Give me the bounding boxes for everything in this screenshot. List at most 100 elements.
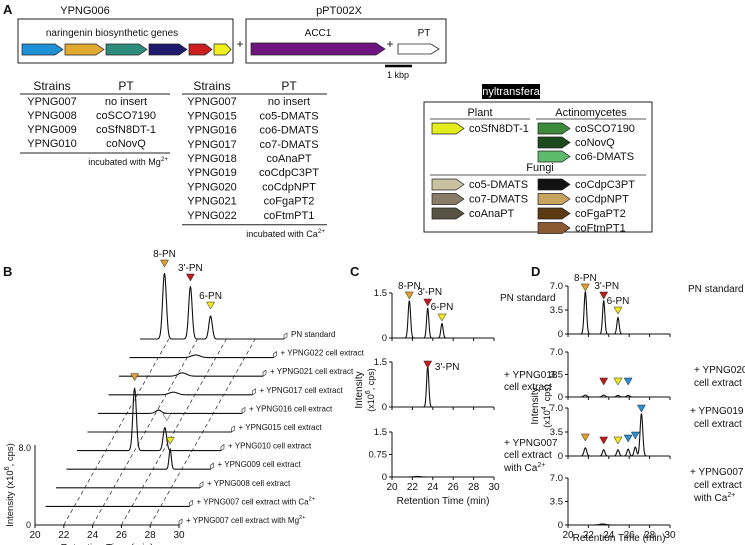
- table-cell-strain: YPNG009: [27, 124, 77, 136]
- panel-d-ypng007-x-tick-label: 26: [624, 530, 636, 541]
- panel-d-ypng019-marker-6pn: [613, 436, 623, 445]
- legend-arrow: [537, 122, 571, 135]
- gene-arrow-2: [64, 43, 105, 56]
- panel-b-trace-edge: [210, 462, 214, 470]
- panel-d-ypng019-y-tick-label: 3.5: [550, 427, 563, 438]
- panel-d-ypng007-x-tick-label: 28: [644, 530, 656, 541]
- panel-c-ypng007-trace: [392, 475, 494, 478]
- table-cell-pt: coCdpNPT: [262, 181, 316, 193]
- table-cell-strain: YPNG008: [27, 110, 77, 122]
- table-header-pt: PT: [118, 79, 134, 93]
- table-cell-pt: co6-DMATS: [259, 125, 318, 137]
- table-cell-pt: coSfN8DT-1: [96, 124, 156, 136]
- plus-2: +: [386, 37, 393, 51]
- panel-c-label-3pn-ypng018: 3'-PN: [435, 362, 460, 373]
- legend-arrow: [537, 222, 571, 234]
- panel-d-marker-3pn: [599, 291, 609, 300]
- table-header-strain: Strains: [33, 79, 70, 93]
- panel-b-trace-edge: [241, 406, 246, 414]
- panel-d-x-label: Retention Time (min): [573, 533, 666, 544]
- panel-b-trace: [98, 409, 242, 414]
- legend-arrow: [431, 178, 465, 191]
- panel-d-ypng007-y-tick-label: 3.5: [550, 497, 563, 508]
- table-cell-strain: YPNG017: [187, 139, 237, 151]
- gene-arrow-4: [148, 43, 188, 56]
- panel-d-ypng020-y-tick-label: 7.0: [550, 347, 563, 358]
- panel-d-ypng019-label-1: + YPNG019: [690, 406, 744, 417]
- panel-d-ypng007-trace: [568, 523, 670, 526]
- panel-b-dash: [121, 338, 227, 526]
- panel-d-ypng007-label-1: + YPNG007: [690, 467, 744, 478]
- panel-d-ypng019-marker-8pn: [580, 433, 590, 442]
- panel-c-ypng018-label-2: cell extract: [504, 382, 552, 393]
- table-cell-pt: coCdpC3PT: [259, 167, 319, 179]
- gene-arrow-5: [188, 43, 213, 56]
- panel-b-label-6pn: 6-PN: [199, 291, 222, 302]
- panel-c-marker-3pn: [423, 298, 433, 307]
- panel-c-ypng007-x-tick-label: 30: [488, 482, 500, 493]
- panel-c-ypng007-x-tick-label: 24: [427, 482, 439, 493]
- panel-b-label-3pn: 3'-PN: [178, 263, 203, 274]
- panel-c-marker-6pn: [437, 313, 447, 322]
- table-cell-pt: coSCO7190: [96, 110, 156, 122]
- panel-c-label: C: [350, 264, 360, 279]
- panel-d-ypng020-y-tick-label: 3.5: [550, 370, 563, 381]
- panel-d-ypng020-trace: [568, 394, 670, 398]
- panel-b-trace-label: PN standard: [291, 330, 335, 339]
- legend-item-label: co5-DMATS: [469, 179, 528, 191]
- panel-c-marker-8pn: [404, 291, 414, 300]
- panel-d-std-label: PN standard: [688, 284, 744, 295]
- panel-b-marker-8pn-ypng015: [130, 373, 140, 382]
- panel-b-chromatograms: + YPNG007 cell extract with Mg2++ YPNG00…: [4, 249, 365, 545]
- panel-d-ypng020-marker-3pn: [599, 377, 609, 386]
- panel-c-ypng018-y-tick-label: 0: [382, 402, 387, 413]
- panel-c-marker-3pn-ypng018: [423, 360, 433, 369]
- panel-d-label-8pn: 8-PN: [574, 273, 597, 284]
- panel-a-label: A: [3, 2, 13, 17]
- panel-d-std-trace: [568, 291, 670, 335]
- panel-b-marker-8pn: [160, 259, 169, 268]
- panel-c-ypng007-x-tick-label: 26: [448, 482, 460, 493]
- table-cell-pt: co7-DMATS: [259, 139, 318, 151]
- table-cell-pt: coNovQ: [106, 138, 146, 150]
- panel-b-dash: [92, 338, 198, 526]
- panel-d-label: D: [531, 264, 540, 279]
- table-cell-strain: YPNG010: [27, 138, 77, 150]
- panel-c-ypng007-y-tick-label: 0: [382, 472, 387, 483]
- panel-d-ypng019-marker-3pn: [599, 436, 609, 445]
- ppt002x-box: [245, 18, 447, 64]
- panel-d-ypng019-trace: [568, 413, 670, 457]
- legend-item-label: coNovQ: [575, 137, 615, 149]
- panel-b-marker-6pn-ypng009: [165, 436, 175, 445]
- panel-b-x-tick-label: 28: [145, 530, 157, 541]
- table-cell-strain: YPNG015: [187, 110, 237, 122]
- panel-d-label-6pn: 6-PN: [607, 296, 630, 307]
- gene-arrow-6: [213, 43, 232, 56]
- panel-b-trace: [129, 354, 274, 359]
- panel-d-ypng019-marker-unk-1: [623, 434, 633, 443]
- panel-b-trace-label: + YPNG016 cell extract: [249, 404, 333, 413]
- panel-d-ypng007-label-3: with Ca2+: [693, 492, 735, 504]
- panel-c-ypng007-label-1: + YPNG007: [504, 438, 558, 449]
- panel-b-trace-edge: [189, 499, 193, 507]
- legend-item-label: co6-DMATS: [575, 151, 634, 163]
- panel-b-trace-label: + YPNG022 cell extract: [281, 349, 365, 358]
- legend-arrow: [431, 122, 465, 135]
- panel-b-x-label: Retention Time (min): [61, 543, 154, 545]
- panel-c-ypng018-label-1: + YPNG018: [504, 370, 558, 381]
- panel-b-trace: [119, 372, 263, 377]
- gene-arrows: [21, 43, 232, 56]
- panel-b-trace-edge: [252, 388, 256, 396]
- panel-c-ypng007-x-tick-label: 22: [407, 482, 419, 493]
- table-cell-strain: YPNG007: [27, 96, 77, 108]
- panel-b-x-tick-label: 22: [58, 530, 70, 541]
- table-cell-pt: coFtmPT1: [264, 210, 315, 222]
- panel-c-std-label: PN standard: [500, 293, 556, 304]
- panel-b-trace: [77, 387, 221, 452]
- panel-d-ypng019-y-tick-label: 0: [558, 451, 563, 462]
- panel-b-label-8pn: 8-PN: [153, 249, 176, 260]
- panel-d-ypng020-marker-6pn: [613, 377, 623, 386]
- table-note: incubated with Mg2+: [88, 156, 168, 167]
- ypng006-box: [17, 18, 234, 64]
